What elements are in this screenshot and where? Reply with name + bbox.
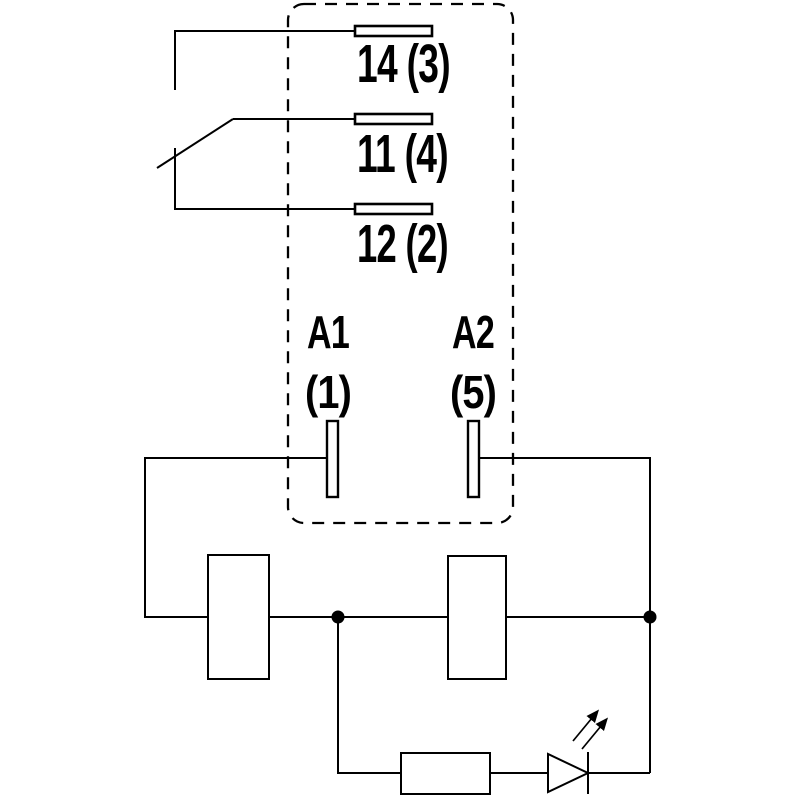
schematic-linework bbox=[144, 2, 651, 795]
nc-contact-wire bbox=[174, 148, 355, 210]
terminal-pad-11 bbox=[353, 112, 434, 126]
coil-label-a1: A1 bbox=[307, 306, 349, 358]
terminal-label-14: 14 (3) bbox=[357, 34, 450, 94]
no-contact-wire bbox=[174, 30, 355, 90]
relay-outline bbox=[286, 2, 515, 525]
light-emission-arrow-1-icon bbox=[572, 709, 600, 742]
schematic-labels: 14 (3) 11 (4) 12 (2) A1 (1) A2 (5) bbox=[305, 34, 497, 418]
coil-terminal-a1 bbox=[325, 419, 340, 499]
junction-dots bbox=[331, 610, 657, 624]
switch-arm-icon bbox=[156, 118, 234, 169]
coil-label-a2: A2 bbox=[452, 306, 494, 358]
led-triangle-icon bbox=[547, 752, 591, 794]
suppressor-module-left bbox=[207, 554, 270, 680]
coil-pin-label-a1: (1) bbox=[305, 366, 351, 418]
resistor-box bbox=[400, 752, 491, 795]
terminal-label-11: 11 (4) bbox=[357, 124, 448, 184]
terminal-pad-14 bbox=[353, 24, 434, 38]
coil-pin-label-a2: (5) bbox=[450, 366, 496, 418]
led-branch-wire-left bbox=[337, 617, 401, 774]
coil-terminal-a2 bbox=[466, 419, 481, 499]
coil-wire-left bbox=[144, 457, 327, 618]
light-emission-arrow-2-icon bbox=[581, 717, 609, 750]
junction-dot-right bbox=[643, 610, 657, 624]
junction-dot-left bbox=[331, 610, 345, 624]
terminal-label-12: 12 (2) bbox=[357, 214, 448, 274]
suppressor-module-right bbox=[447, 555, 507, 680]
coil-wire-right bbox=[479, 457, 651, 773]
terminal-pad-12 bbox=[353, 202, 434, 216]
